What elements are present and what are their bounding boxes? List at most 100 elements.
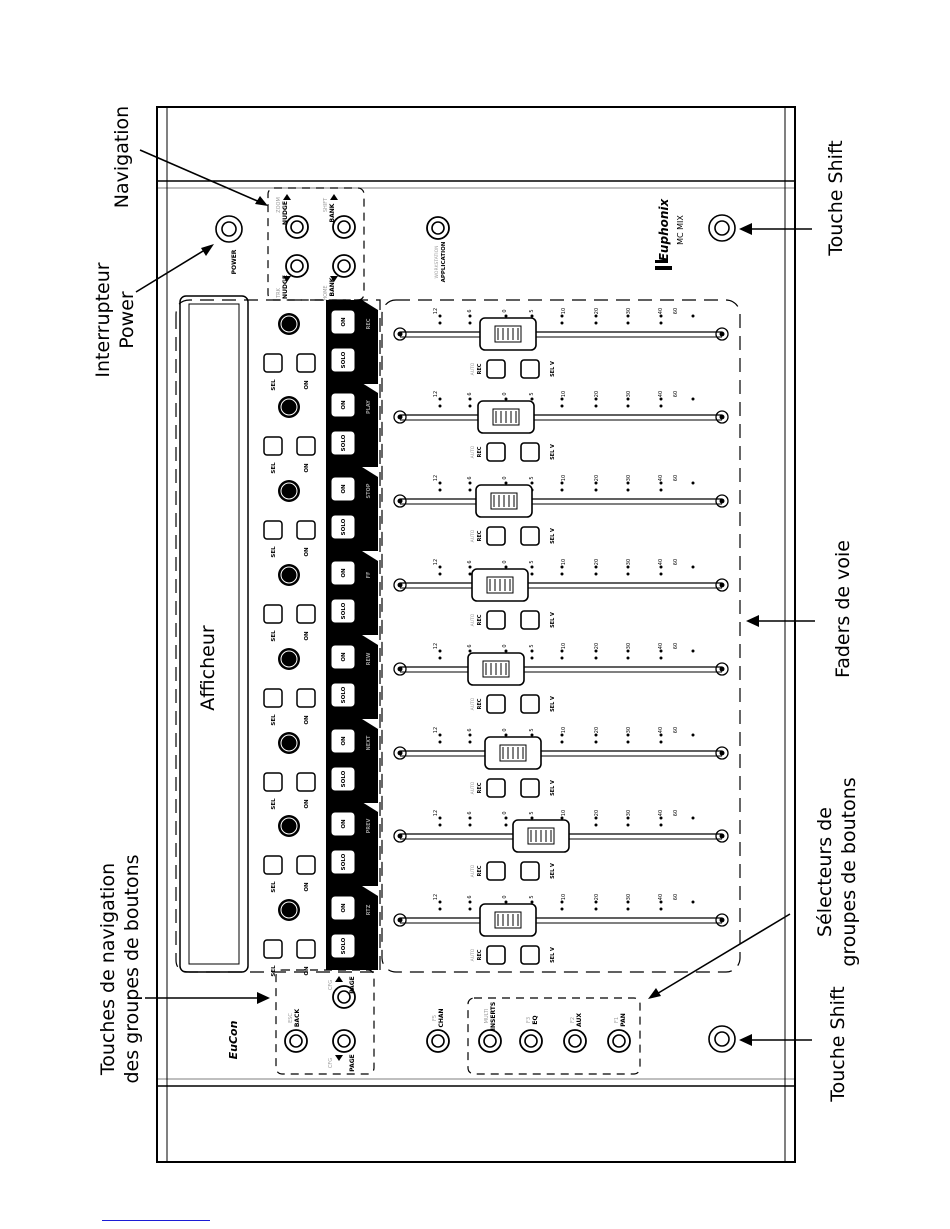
aux-on-button[interactable] — [296, 520, 316, 540]
solo-button[interactable] — [330, 933, 356, 959]
sel-v-button[interactable] — [520, 945, 540, 965]
sel-button[interactable] — [263, 520, 283, 540]
on-button[interactable] — [330, 560, 356, 586]
shift-button-top[interactable] — [708, 214, 736, 242]
aux-on-button[interactable] — [296, 436, 316, 456]
sel-v-button[interactable] — [520, 694, 540, 714]
chan-button[interactable] — [426, 1029, 450, 1053]
scale-dot — [560, 397, 564, 401]
solo-label: SOLO — [341, 351, 347, 368]
on-button[interactable] — [330, 644, 356, 670]
rec-button[interactable] — [486, 610, 506, 630]
on-button[interactable] — [330, 309, 356, 335]
on-button[interactable] — [330, 728, 356, 754]
scale-label: 40 — [658, 475, 664, 481]
sel-v-button[interactable] — [520, 861, 540, 881]
scale-label: 40 — [658, 727, 664, 733]
page-down-button[interactable] — [332, 1029, 356, 1053]
nudge-right-button[interactable] — [285, 215, 309, 239]
selectors-arrow — [654, 913, 791, 996]
rec-button[interactable] — [486, 442, 506, 462]
callout-nav-groups-line2: des groupes de boutons — [121, 854, 143, 1084]
solo-button[interactable] — [330, 849, 356, 875]
bank-right-arrow-icon — [330, 194, 338, 200]
sel-button[interactable] — [263, 855, 283, 875]
on-button[interactable] — [330, 392, 356, 418]
sel-v-button[interactable] — [520, 778, 540, 798]
rec-button[interactable] — [486, 359, 506, 379]
nudge-left-button[interactable] — [285, 254, 309, 278]
scale-label: 40 — [658, 308, 664, 314]
scale-label: 5 — [529, 392, 535, 395]
sel-v-button[interactable] — [520, 442, 540, 462]
sel-button[interactable] — [263, 688, 283, 708]
scale-label: 12 — [433, 475, 439, 481]
on-small-label: ON — [304, 463, 310, 473]
rec-button[interactable] — [486, 526, 506, 546]
power-button[interactable] — [215, 215, 243, 243]
bank-left-button[interactable] — [332, 254, 356, 278]
callout-selectors-line2: groupes de boutons — [838, 777, 860, 967]
scale-dot — [594, 656, 598, 660]
shift-button-bottom[interactable] — [708, 1025, 736, 1053]
scale-dot — [594, 404, 598, 408]
rec-button[interactable] — [486, 694, 506, 714]
sel-v-button[interactable] — [520, 610, 540, 630]
scale-label: 10 — [561, 475, 567, 481]
scale-dot — [626, 481, 630, 485]
on-button[interactable] — [330, 811, 356, 837]
scale-dot — [626, 740, 630, 744]
sel-v-button[interactable] — [520, 526, 540, 546]
solo-button[interactable] — [330, 430, 356, 456]
sel-button[interactable] — [263, 353, 283, 373]
sel-button[interactable] — [263, 772, 283, 792]
bank-right-button[interactable] — [332, 215, 356, 239]
scale-dot — [438, 823, 442, 827]
inserts-button[interactable] — [478, 1029, 502, 1053]
on-label: ON — [341, 400, 347, 410]
aux-on-button[interactable] — [296, 604, 316, 624]
pan-button[interactable] — [607, 1029, 631, 1053]
sel-v-button[interactable] — [520, 359, 540, 379]
rec-sublabel: AUTO — [470, 362, 476, 375]
solo-button[interactable] — [330, 347, 356, 373]
scale-dot — [504, 733, 508, 737]
back-button[interactable] — [284, 1029, 308, 1053]
on-button[interactable] — [330, 895, 356, 921]
scale-dot — [530, 565, 534, 569]
rec-sublabel: AUTO — [470, 529, 476, 542]
aux-on-button[interactable] — [296, 772, 316, 792]
scale-dot — [659, 740, 663, 744]
aux-button[interactable] — [563, 1029, 587, 1053]
solo-button[interactable] — [330, 514, 356, 540]
scale-dot — [530, 900, 534, 904]
faders-arrowhead-icon — [746, 615, 759, 627]
fader-cap-grip — [482, 660, 510, 678]
eq-button[interactable] — [519, 1029, 543, 1053]
bank-top-sub: SHIFT — [323, 197, 329, 212]
sel-button[interactable] — [263, 939, 283, 959]
encoder-knob-cap — [280, 482, 298, 500]
aux-on-button[interactable] — [296, 688, 316, 708]
fader-end-screw-icon — [397, 917, 403, 923]
rec-button[interactable] — [486, 861, 506, 881]
rec-button[interactable] — [486, 945, 506, 965]
sel-button[interactable] — [263, 604, 283, 624]
aux-on-button[interactable] — [296, 855, 316, 875]
solo-button[interactable] — [330, 598, 356, 624]
rec-label: REC — [477, 949, 483, 960]
application-button[interactable] — [426, 216, 450, 240]
scale-dot — [468, 907, 472, 911]
aux-on-button[interactable] — [296, 353, 316, 373]
on-button[interactable] — [330, 476, 356, 502]
scale-label: 60 — [673, 727, 679, 733]
rec-button[interactable] — [486, 778, 506, 798]
sel-button[interactable] — [263, 436, 283, 456]
solo-button[interactable] — [330, 682, 356, 708]
page-up-button[interactable] — [332, 985, 356, 1009]
nav-groups-dashed-box — [275, 969, 375, 1075]
scale-dot — [594, 649, 598, 653]
inserts-sublabel: MULTI — [484, 1009, 490, 1024]
aux-on-button[interactable] — [296, 939, 316, 959]
solo-button[interactable] — [330, 766, 356, 792]
